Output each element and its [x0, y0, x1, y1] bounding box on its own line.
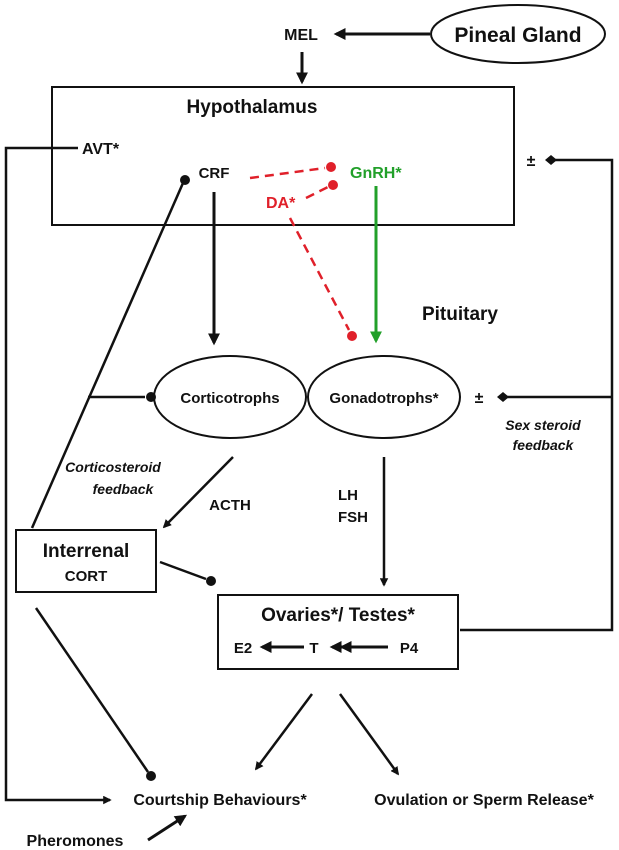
corticotrophs-inhibit-dot	[146, 392, 156, 402]
sex-steroid-feedback-label-2: feedback	[513, 437, 575, 453]
ovulation-sperm-release-label: Ovulation or Sperm Release*	[374, 792, 594, 809]
mel-label: MEL	[284, 27, 318, 44]
da-label: DA*	[266, 195, 296, 212]
crf-label: CRF	[199, 165, 230, 182]
fsh-label: FSH	[338, 509, 368, 526]
pituitary-plus-minus: ±	[475, 390, 484, 407]
gonadotrophs-ellipse	[307, 355, 461, 439]
ovaries-testes-box	[217, 594, 459, 670]
gonadotrophs-label: Gonadotrophs*	[329, 390, 438, 407]
avt-label: AVT*	[82, 141, 120, 158]
gonadotrophs-feedback-diamond	[497, 392, 509, 402]
gonadotrophs-inhibit-dot	[347, 331, 357, 341]
interrenal-to-gonads-inhibit	[159, 560, 207, 581]
sex-steroid-feedback-label-1: Sex steroid	[505, 417, 581, 433]
corticotrophs-to-interrenal-acth-arrow	[162, 456, 234, 529]
pheromones-label: Pheromones	[27, 833, 124, 850]
cort-label: CORT	[65, 568, 108, 585]
gnrh-inhibit-dot-side	[328, 180, 338, 190]
pineal-gland-ellipse	[430, 4, 606, 64]
gonads-to-ovulation-arrow	[338, 693, 400, 776]
crf-da-dashed-line	[249, 166, 326, 180]
e2-label: E2	[234, 640, 252, 657]
avt-to-courtship-line	[4, 146, 112, 805]
corticosteroid-feedback-label-2: feedback	[93, 481, 155, 497]
gonads-to-courtship-arrow	[254, 693, 314, 771]
hypothalamus-plus-minus: ±	[527, 153, 536, 170]
pituitary-label: Pituitary	[422, 304, 498, 325]
lh-label: LH	[338, 487, 358, 504]
courtship-behaviours-label: Courtship Behaviours*	[133, 792, 307, 809]
pheromones-to-courtship-arrow	[147, 814, 188, 842]
corticotrophs-label: Corticotrophs	[180, 390, 279, 407]
interrenal-label: Interrenal	[43, 541, 130, 562]
interrenal-box	[15, 529, 157, 593]
acth-label: ACTH	[209, 497, 251, 514]
sex-steroid-feedback-loop	[460, 158, 614, 632]
hypothalamus-feedback-diamond	[545, 155, 557, 165]
p4-label: P4	[400, 640, 419, 657]
gnrh-inhibit-dot-top	[326, 162, 336, 172]
interrenal-to-crf-inhibit	[30, 182, 185, 529]
da-to-gonadotrophs-dashed-line	[288, 217, 351, 331]
da-to-gnrh-dashed-line	[305, 185, 329, 200]
hypothalamus-box	[51, 86, 515, 226]
ovaries-testes-label: Ovaries*/ Testes*	[261, 605, 415, 626]
courtship-inhibit-dot	[146, 771, 156, 781]
gnrh-label: GnRH*	[350, 165, 402, 182]
crf-inhibit-dot	[180, 175, 190, 185]
gonads-inhibit-dot	[206, 576, 216, 586]
corticosteroid-feedback-label-1: Corticosteroid	[65, 459, 161, 475]
hypothalamus-label: Hypothalamus	[187, 97, 318, 118]
pineal-gland-label: Pineal Gland	[454, 24, 581, 47]
interrenal-to-courtship-inhibit	[34, 607, 150, 773]
t-label: T	[309, 640, 318, 657]
